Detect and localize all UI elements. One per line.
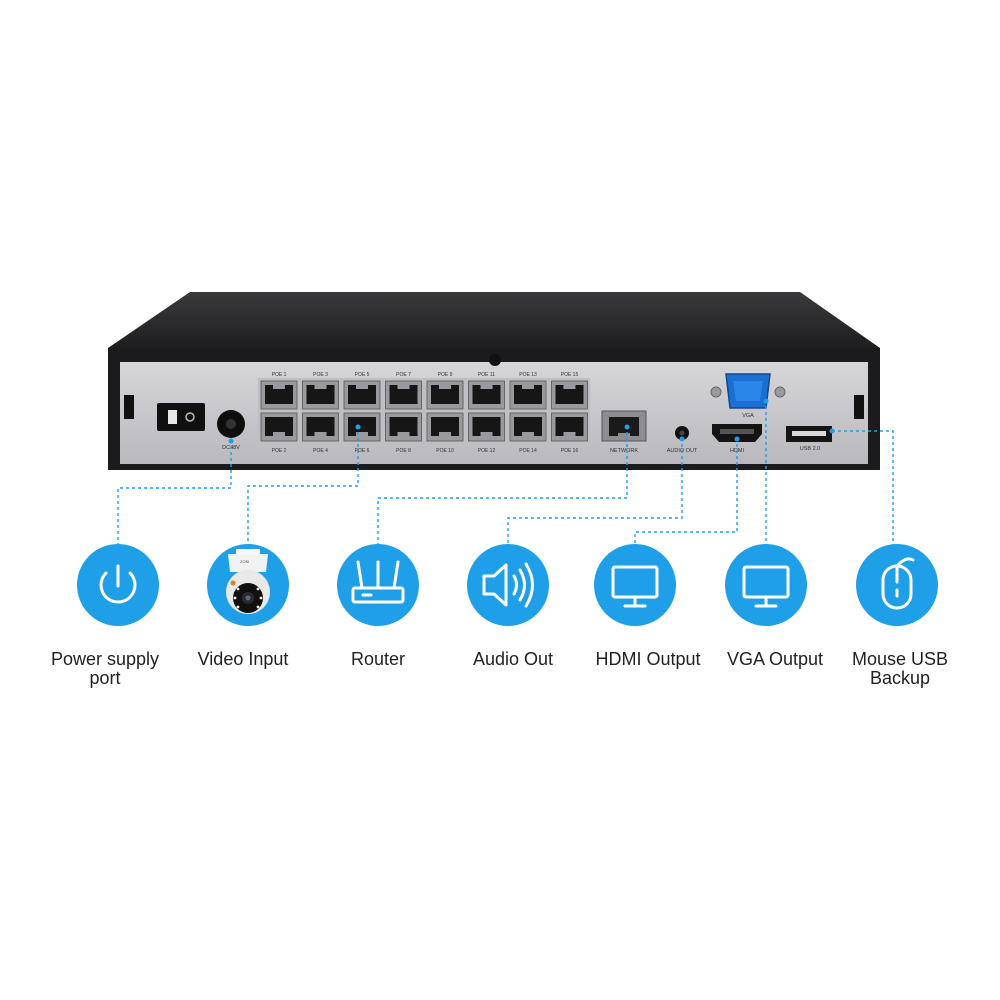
poe-port-top bbox=[260, 380, 298, 410]
poe-port-top bbox=[343, 380, 381, 410]
chassis-screw bbox=[489, 354, 501, 366]
monitor-icon bbox=[742, 565, 790, 608]
poe-label-bottom: POE 12 bbox=[478, 448, 496, 454]
poe-label-top: POE 5 bbox=[355, 372, 370, 378]
poe-port-bottom bbox=[302, 412, 339, 442]
feature-hdmi-output bbox=[594, 544, 676, 626]
audio-jack bbox=[675, 426, 689, 440]
speaker-icon bbox=[482, 562, 534, 608]
poe-label-top: POE 15 bbox=[561, 372, 579, 378]
poe-port-bottom bbox=[468, 412, 505, 442]
poe-label-bottom: POE 10 bbox=[436, 448, 454, 454]
feature-video-input: ZOSI bbox=[207, 544, 289, 626]
poe-port-bottom bbox=[426, 412, 464, 442]
vga-label: VGA bbox=[742, 413, 754, 419]
poe-port-top bbox=[468, 380, 505, 410]
poe-label-top: POE 3 bbox=[313, 372, 328, 378]
label-router: Router bbox=[350, 649, 406, 669]
poe-label-bottom: POE 8 bbox=[396, 448, 411, 454]
hdmi-port bbox=[712, 424, 762, 442]
power-switch bbox=[157, 403, 205, 431]
label-mouse-usb: Mouse USB Backup bbox=[851, 649, 949, 688]
poe-port-bottom bbox=[385, 412, 422, 442]
poe-port-block: POE 1 POE 2 POE 3 POE 4 POE 5 POE 6 POE 7 POE 8… bbox=[258, 372, 590, 454]
poe-label-bottom: POE 14 bbox=[519, 448, 537, 454]
power-icon bbox=[99, 564, 137, 604]
monitor-icon bbox=[611, 565, 659, 608]
dc-jack bbox=[217, 410, 245, 438]
poe-label-top: POE 1 bbox=[272, 372, 287, 378]
feature-audio-out bbox=[467, 544, 549, 626]
network-port bbox=[601, 410, 647, 442]
camera-icon: ZOSI bbox=[226, 549, 270, 614]
left-bracket bbox=[124, 395, 134, 419]
connector-router bbox=[377, 426, 628, 545]
poe-label-bottom: POE 2 bbox=[272, 448, 287, 454]
mouse-icon bbox=[881, 557, 915, 610]
poe-port-top bbox=[385, 380, 422, 410]
label-vga-output: VGA Output bbox=[726, 649, 824, 669]
connector-dots bbox=[228, 398, 835, 444]
poe-port-top bbox=[302, 380, 339, 410]
poe-label-bottom: POE 16 bbox=[561, 448, 579, 454]
connector-video bbox=[247, 426, 359, 545]
poe-port-top bbox=[509, 380, 547, 410]
right-bracket bbox=[854, 395, 864, 419]
connector-power bbox=[117, 440, 232, 545]
router-icon bbox=[351, 560, 405, 604]
chassis-top bbox=[108, 292, 880, 348]
poe-label-bottom: POE 4 bbox=[313, 448, 328, 454]
svg-text:ZOSI: ZOSI bbox=[240, 559, 249, 564]
poe-label-top: POE 13 bbox=[519, 372, 537, 378]
feature-mouse-usb bbox=[856, 544, 938, 626]
usb-port bbox=[786, 426, 832, 442]
connector-hdmi bbox=[634, 438, 738, 545]
poe-port-top bbox=[426, 380, 464, 410]
label-video-input: Video Input bbox=[197, 649, 289, 669]
feature-power bbox=[77, 544, 159, 626]
poe-label-top: POE 9 bbox=[438, 372, 453, 378]
connector-usb bbox=[832, 430, 894, 545]
label-hdmi-output: HDMI Output bbox=[595, 649, 701, 669]
feature-router bbox=[337, 544, 419, 626]
poe-label-top: POE 7 bbox=[396, 372, 411, 378]
poe-port-bottom bbox=[509, 412, 547, 442]
connector-lines bbox=[117, 400, 894, 545]
poe-port-bottom bbox=[551, 412, 588, 442]
poe-port-bottom bbox=[343, 412, 381, 442]
label-audio-out: Audio Out bbox=[472, 649, 554, 669]
poe-port-bottom bbox=[260, 412, 298, 442]
poe-label-bottom: POE 6 bbox=[355, 448, 370, 454]
poe-label-top: POE 11 bbox=[478, 372, 495, 378]
usb-label: USB 2.0 bbox=[800, 446, 820, 452]
label-power-supply: Power supply port bbox=[50, 649, 160, 688]
network-label: NETWORK bbox=[610, 448, 638, 454]
feature-vga-output bbox=[725, 544, 807, 626]
poe-port-top bbox=[551, 380, 588, 410]
